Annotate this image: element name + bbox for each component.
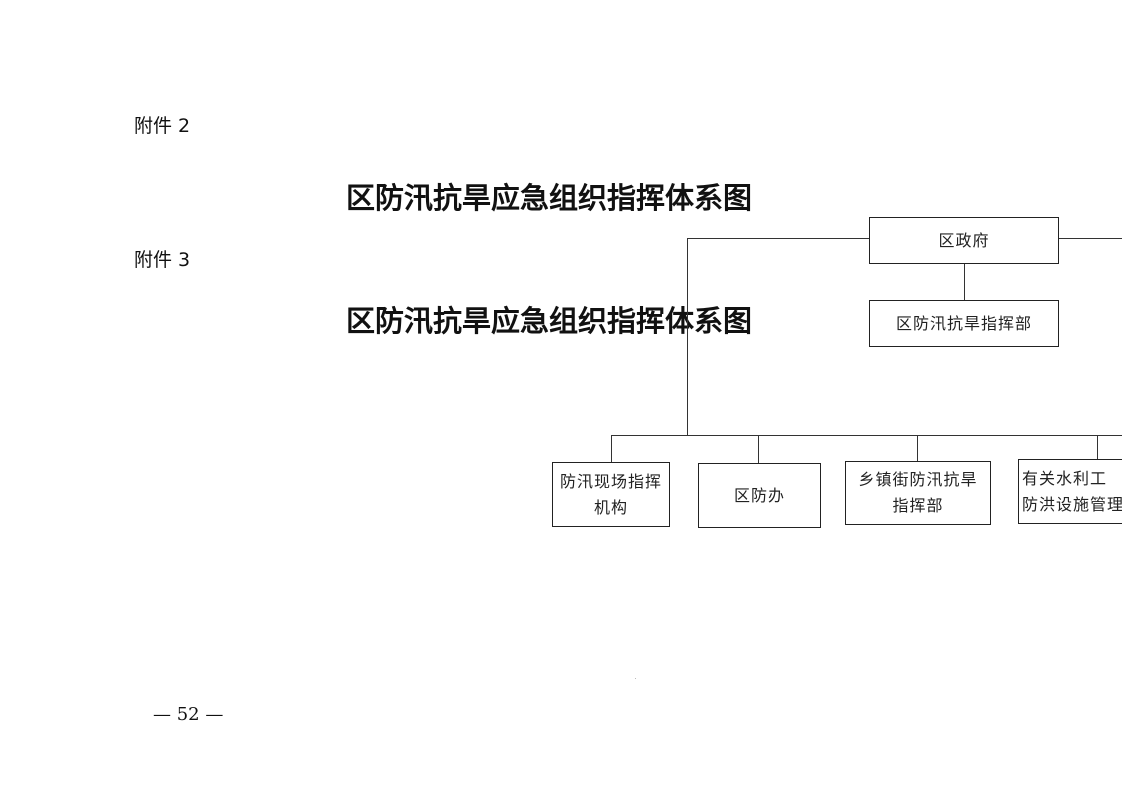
connector-left-top (687, 238, 870, 239)
connector-right-top (1058, 238, 1122, 239)
unit-label-line1: 防汛现场指挥 (559, 471, 662, 491)
attachment-2-label: 附件 2 (134, 115, 191, 137)
attachment-2-title: 区防汛抗旱应急组织指挥体系图 (346, 181, 753, 215)
unit-box-onsite-command: 防汛现场指挥 机构 (552, 462, 670, 527)
page-number: — 52 — (153, 704, 224, 725)
connector-bottom-bus (611, 435, 1122, 436)
unit-label-line2: 指挥部 (892, 496, 944, 515)
connector-gov-to-hq (964, 263, 965, 300)
connector-unit-2 (758, 435, 759, 463)
unit-label-line2: 防洪设施管理 (1022, 494, 1122, 514)
connector-unit-3 (917, 435, 918, 461)
connector-unit-1 (611, 435, 612, 462)
unit-label-line1: 乡镇街防汛抗旱 (858, 470, 978, 489)
district-government-box: 区政府 (869, 217, 1059, 264)
unit-label-line1: 区防办 (733, 485, 785, 505)
scan-speck (635, 678, 636, 679)
district-flood-hq-box: 区防汛抗旱指挥部 (869, 300, 1059, 347)
unit-box-district-office: 区防办 (698, 463, 821, 528)
district-flood-hq-label: 区防汛抗旱指挥部 (895, 313, 1032, 333)
attachment-3-label: 附件 3 (134, 249, 191, 271)
attachment-3-title: 区防汛抗旱应急组织指挥体系图 (346, 304, 753, 338)
unit-box-water-facilities: 有关水利工 防洪设施管理 (1018, 459, 1122, 524)
unit-label-line1: 有关水利工 (1022, 468, 1108, 488)
district-government-label: 区政府 (938, 230, 990, 250)
connector-unit-4 (1097, 435, 1098, 459)
connector-left-vertical (687, 238, 688, 435)
unit-box-township-hq: 乡镇街防汛抗旱 指挥部 (845, 461, 991, 525)
unit-label-line2: 机构 (593, 497, 628, 517)
